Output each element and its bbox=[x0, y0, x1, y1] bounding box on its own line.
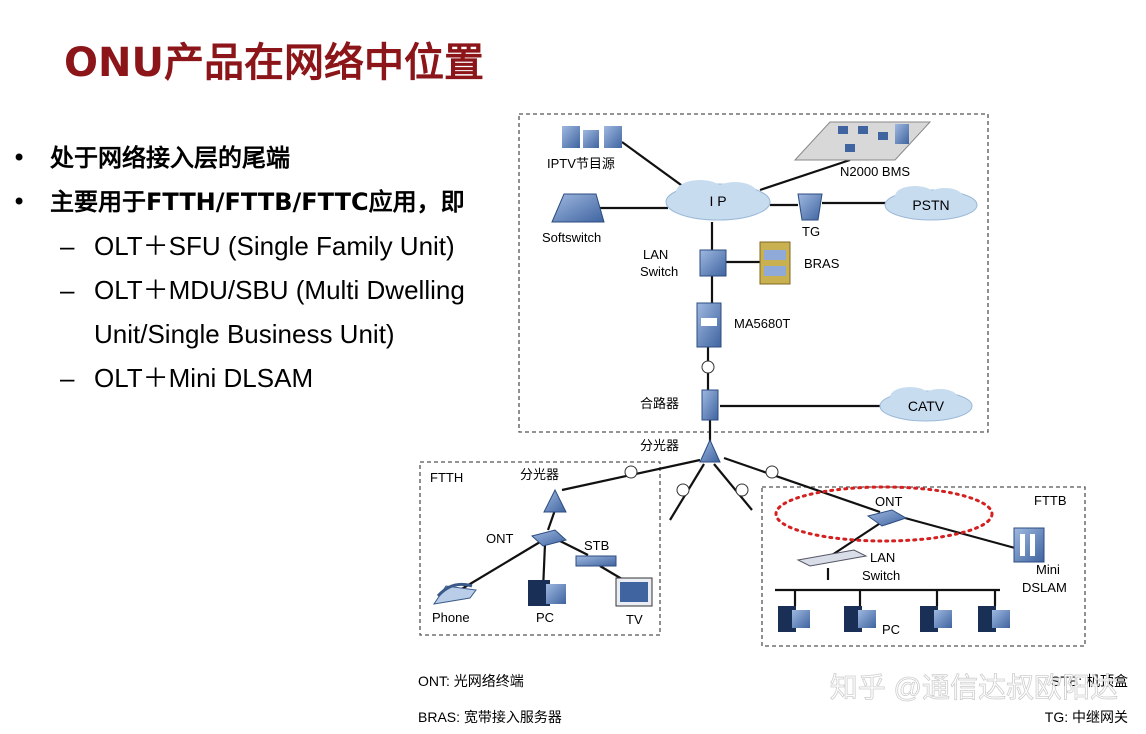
bullet-list: •处于网络接入层的尾端 •主要用于FTTH/FTTB/FTTC应用，即 –OLT… bbox=[8, 136, 513, 400]
bullet-item: • 主要用于FTTH/FTTB/FTTC应用，即 bbox=[8, 180, 513, 224]
tv-label: TV bbox=[626, 612, 643, 627]
fiber-icon bbox=[624, 465, 638, 479]
n2000-bms-icon bbox=[793, 121, 932, 161]
pstn-label: PSTN bbox=[912, 197, 949, 213]
ip-label: I P bbox=[709, 193, 726, 209]
phone-icon bbox=[432, 582, 477, 605]
main-splitter-icon bbox=[699, 438, 721, 463]
ont-highlight-ellipse bbox=[774, 485, 994, 543]
fiber-icon bbox=[735, 483, 749, 497]
tv-icon bbox=[615, 577, 653, 607]
ftth-box bbox=[419, 461, 661, 636]
bras-icon bbox=[759, 241, 791, 285]
ftth-splitter-label: 分光器 bbox=[520, 467, 559, 482]
tg-icon bbox=[797, 193, 823, 221]
softswitch-icon bbox=[551, 193, 605, 223]
slide-title: ONU产品在网络中位置 bbox=[64, 40, 484, 86]
legend-stb: STB: 机顶盒 bbox=[1051, 673, 1128, 689]
phone-label: Phone bbox=[432, 610, 470, 625]
ftth-splitter-icon bbox=[543, 488, 567, 513]
sub-bullet-item: –OLT＋SFU (Single Family Unit) bbox=[8, 224, 513, 268]
legend-ont: ONT: 光网络终端 bbox=[418, 673, 524, 689]
lan-switch-label-2: Switch bbox=[640, 264, 678, 279]
mini-dslam-label-2: DSLAM bbox=[1022, 580, 1067, 595]
ma5680t-olt-icon bbox=[696, 302, 722, 348]
ftth-pc-label: PC bbox=[536, 610, 554, 625]
fttb-lan-switch-label-1: LAN bbox=[870, 550, 895, 565]
sub-bullet-item: –OLT＋MDU/SBU (Multi Dwelling bbox=[8, 268, 513, 312]
dash-marker: – bbox=[60, 231, 75, 261]
sub-bullet-item: –OLT＋Mini DLSAM bbox=[8, 356, 513, 400]
stb-icon bbox=[575, 555, 617, 567]
catv-label: CATV bbox=[908, 398, 945, 414]
sub-bullet-text: OLT＋SFU (Single Family Unit) bbox=[94, 231, 455, 261]
pstn-cloud-icon bbox=[884, 186, 978, 221]
iptv-server-icon bbox=[562, 126, 622, 148]
mini-dslam-icon bbox=[1013, 527, 1045, 563]
core-network-box bbox=[518, 113, 989, 433]
fiber-icon bbox=[765, 465, 779, 479]
ftth-pc-icon bbox=[528, 580, 566, 606]
bullet-text: 主要用于FTTH/FTTB/FTTC应用，即 bbox=[50, 188, 465, 216]
n2000-label: N2000 BMS bbox=[840, 164, 910, 179]
fttb-pc-label: PC bbox=[882, 622, 900, 637]
combiner-label: 合路器 bbox=[640, 396, 679, 411]
legend-tg: TG: 中继网关 bbox=[1045, 709, 1128, 725]
bullet-text: 处于网络接入层的尾端 bbox=[50, 144, 290, 172]
ftth-label: FTTH bbox=[430, 470, 463, 485]
ftth-ont-label: ONT bbox=[486, 531, 514, 546]
fiber-markers bbox=[624, 360, 779, 497]
lan-switch-icon bbox=[699, 249, 727, 277]
bras-label: BRAS bbox=[804, 256, 840, 271]
bullet-marker: • bbox=[12, 188, 27, 216]
sub-bullet-continuation: Unit/Single Business Unit) bbox=[8, 312, 513, 356]
bullet-item: • 处于网络接入层的尾端 bbox=[8, 136, 513, 180]
legend-bras: BRAS: 宽带接入服务器 bbox=[418, 709, 562, 725]
dash-marker: – bbox=[60, 275, 75, 305]
combiner-icon bbox=[701, 389, 719, 421]
fttb-label: FTTB bbox=[1034, 493, 1067, 508]
fiber-icon bbox=[701, 360, 715, 374]
watermark: 知乎 @通信达叔欧阳达 bbox=[830, 672, 1118, 703]
softswitch-label: Softswitch bbox=[542, 230, 601, 245]
fttb-lan-switch-label-2: Switch bbox=[862, 568, 900, 583]
fttb-pc-icon bbox=[778, 606, 1010, 632]
stb-label: STB bbox=[584, 538, 609, 553]
iptv-label: IPTV节目源 bbox=[547, 156, 615, 171]
tg-label: TG bbox=[802, 224, 820, 239]
ma5680t-label: MA5680T bbox=[734, 316, 790, 331]
sub-bullet-text: OLT＋MDU/SBU (Multi Dwelling bbox=[94, 275, 465, 305]
fttb-ont-icon bbox=[866, 509, 908, 527]
fttb-box bbox=[761, 486, 1086, 647]
sub-bullet-text: OLT＋Mini DLSAM bbox=[94, 363, 314, 393]
fttb-lan-switch-icon bbox=[796, 549, 868, 567]
ftth-ont-icon bbox=[530, 529, 568, 547]
fttb-ont-label: ONT bbox=[875, 494, 903, 509]
ip-cloud-icon bbox=[665, 180, 771, 221]
bullet-marker: • bbox=[12, 144, 27, 172]
catv-cloud-icon bbox=[879, 387, 973, 422]
fiber-icon bbox=[676, 483, 690, 497]
main-splitter-label: 分光器 bbox=[640, 438, 679, 453]
lan-switch-label-1: LAN bbox=[643, 247, 668, 262]
sub-bullet-text: Unit/Single Business Unit) bbox=[94, 319, 395, 349]
mini-dslam-label-1: Mini bbox=[1036, 562, 1060, 577]
dash-marker: – bbox=[60, 363, 75, 393]
